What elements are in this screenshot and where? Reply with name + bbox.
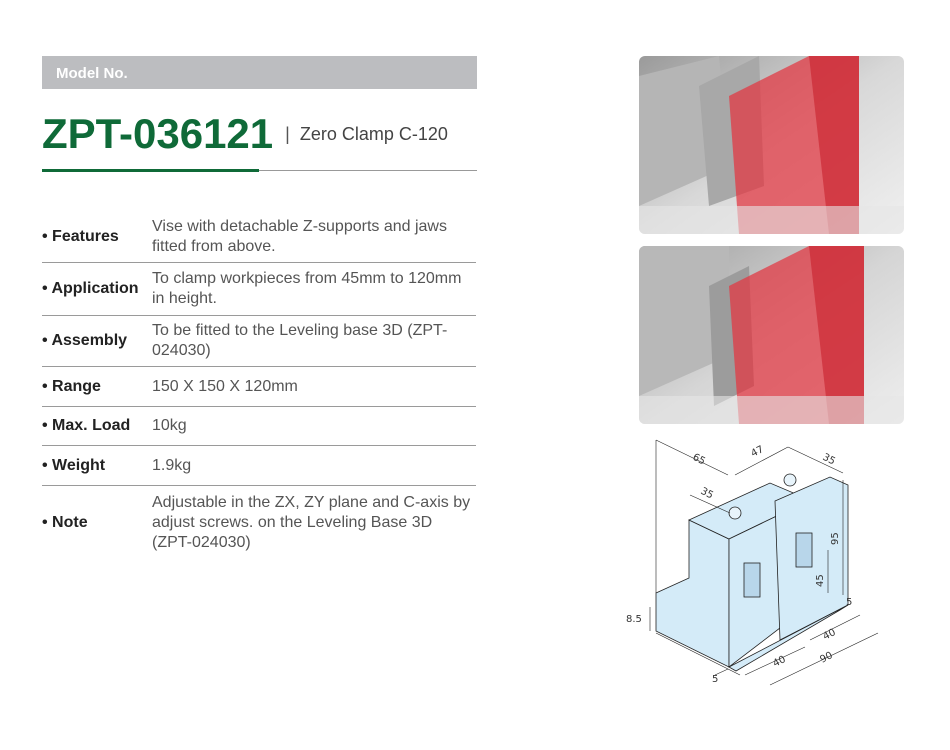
dim-65: 65	[691, 452, 707, 468]
spec-value: Vise with detachable Z-supports and jaws…	[152, 218, 447, 255]
spec-label: • Range	[42, 377, 101, 395]
product-photo-2	[639, 246, 904, 424]
product-photo-1	[639, 56, 904, 234]
spec-label: • Assembly	[42, 332, 128, 349]
dim-35-top: 35	[821, 452, 837, 468]
spec-row-weight: • Weight 1.9kg	[42, 446, 476, 486]
spec-value: 10kg	[152, 417, 187, 434]
spec-row-features: • Features Vise with detachable Z-support…	[42, 212, 476, 263]
spec-label: • Weight	[42, 456, 106, 474]
spec-row-range: • Range 150 X 150 X 120mm	[42, 367, 476, 407]
dimension-drawing: 65 47 35 35 95 45 5 8.5 40 40 90 5	[620, 435, 890, 695]
spec-label: • Max. Load	[42, 417, 131, 434]
spec-value: To be fitted to the Leveling base 3D (ZP…	[152, 322, 448, 359]
spec-value: 150 X 150 X 120mm	[152, 377, 298, 395]
title-accent-line	[42, 169, 259, 172]
dim-95: 95	[830, 532, 841, 545]
dim-45: 45	[815, 574, 826, 587]
spec-value: 1.9kg	[152, 456, 192, 474]
model-code: ZPT-036121	[42, 110, 274, 157]
spec-row-application: • Application To clamp workpieces from 45…	[42, 263, 476, 316]
product-name: Zero Clamp C-120	[299, 123, 448, 144]
dim-5-right: 5	[846, 597, 852, 608]
dim-47: 47	[749, 444, 765, 460]
title-divider	[42, 170, 477, 171]
dim-40-right: 40	[821, 627, 837, 643]
spec-row-assembly: • Assembly To be fitted to the Leveling b…	[42, 316, 476, 367]
spec-value: Adjustable in the ZX, ZY plane and C-axi…	[152, 494, 471, 551]
spec-row-note: • Note Adjustable in the ZX, ZY plane and…	[42, 486, 476, 560]
spec-label: • Features	[42, 228, 119, 245]
dim-40-front: 40	[771, 654, 787, 670]
dim-8-5: 8.5	[626, 614, 642, 625]
dim-35-left: 35	[699, 486, 715, 502]
product-title: ZPT-036121 | Zero Clamp C-120	[42, 110, 448, 158]
spec-row-max-load: • Max. Load 10kg	[42, 407, 476, 446]
title-separator: |	[285, 123, 290, 144]
spec-label: • Note	[42, 514, 88, 531]
spec-table: • Features Vise with detachable Z-support…	[42, 212, 476, 560]
spec-value: To clamp workpieces from 45mm to 120mm i…	[152, 270, 462, 307]
spec-label: • Application	[42, 280, 139, 297]
dim-90: 90	[818, 650, 834, 666]
dim-5-bottom: 5	[712, 674, 718, 685]
model-number-bar: Model No.	[42, 56, 477, 89]
